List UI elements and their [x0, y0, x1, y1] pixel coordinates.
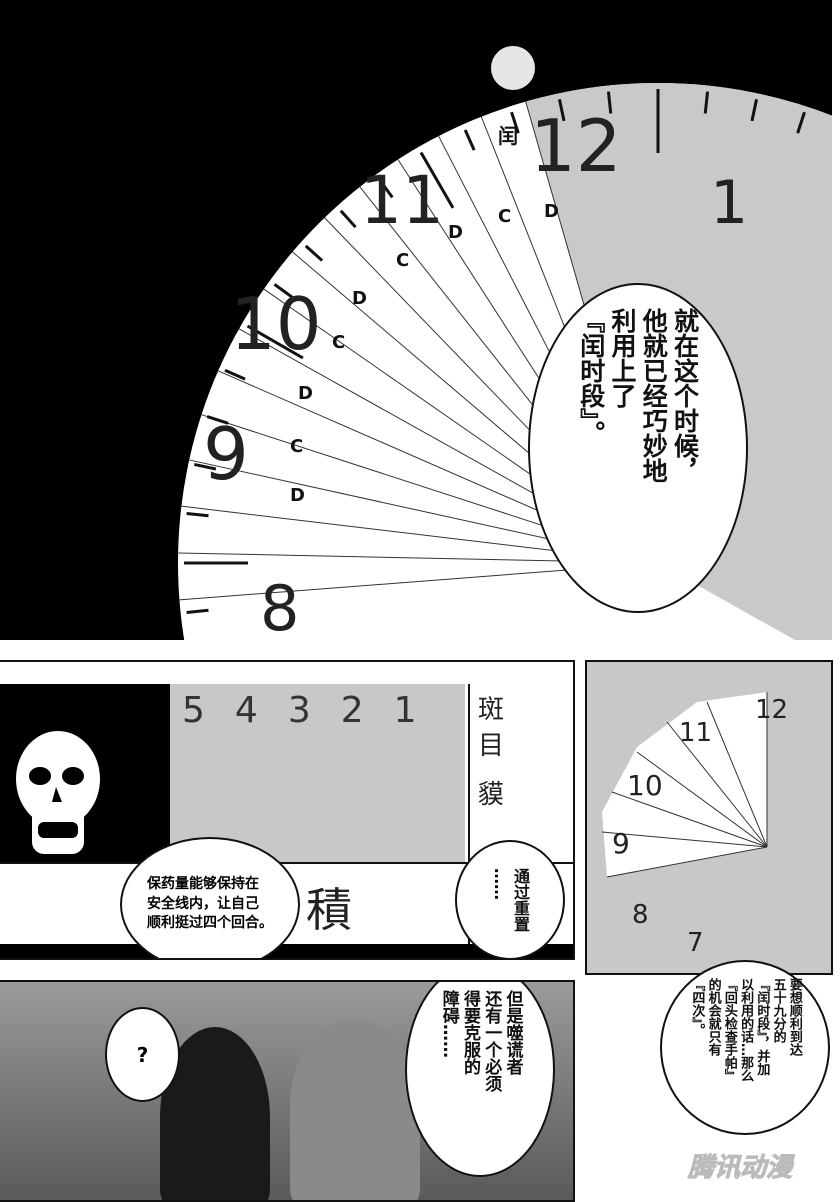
clock-number-12: 12 — [530, 104, 622, 188]
countdown-strip: 5 4 3 2 1 — [170, 684, 465, 864]
clock-tick — [186, 608, 209, 615]
countdown-5: 5 — [182, 690, 205, 731]
clock-tick — [796, 111, 806, 134]
small-clock-9: 9 — [612, 827, 630, 860]
crowd-panel: ? 但是噬谎者 还有一个必须 得要克服的 障碍…… — [0, 980, 575, 1202]
bubble-line: 通过重置 — [511, 868, 530, 932]
bubble-line: 保药量能够保持在 — [147, 876, 259, 893]
bubble-line: 但是噬谎者 — [502, 989, 523, 1075]
speech-bubble-top: 就在这个时候， 他就已经巧妙地 利用上了 『闰时段』。 — [528, 283, 748, 613]
bubble-line: 就在这个时候， — [670, 308, 700, 483]
bubble-line: 他就已经巧妙地 — [639, 308, 669, 483]
small-clock-7: 7 — [687, 928, 704, 958]
skull-frame — [0, 684, 155, 864]
clock-tick — [750, 99, 759, 122]
segment-letter: C — [290, 436, 304, 457]
bubble-line: 要想顺利到达 — [786, 977, 802, 1056]
countdown-2: 2 — [340, 690, 364, 731]
clock-tick — [557, 99, 566, 122]
clock-tick — [304, 244, 324, 262]
clock-tick — [186, 511, 209, 518]
small-clock-face — [601, 692, 768, 878]
clock-tick — [419, 151, 455, 209]
small-clock-11: 11 — [679, 718, 713, 748]
speech-bubble-right: 通过重置 …… — [455, 840, 565, 958]
skull-icon — [16, 731, 100, 854]
speech-bubble-question: ? — [105, 1007, 180, 1102]
clock-number-1: 1 — [710, 168, 749, 238]
clock-number-8: 8 — [260, 572, 300, 640]
speech-bubble-left: 保药量能够保持在 安全线内，让自己 顺利挺过四个回合。 — [120, 837, 300, 958]
clock-tick — [246, 324, 304, 360]
segment-letter: D — [544, 201, 559, 222]
clock-tick — [224, 368, 246, 381]
watermark-logo: 腾讯动漫 — [687, 1153, 793, 1184]
clock-tick — [194, 462, 217, 471]
bubble-line: 『四次』。 — [689, 977, 705, 1037]
small-clock-12: 12 — [755, 695, 789, 725]
countdown-4: 4 — [234, 690, 258, 731]
bubble-line: 『回头检查手帕』 — [721, 977, 737, 1082]
character-light-hair — [290, 1022, 420, 1200]
clock-tick — [273, 283, 294, 299]
clock-tick — [510, 111, 520, 134]
question-mark: ? — [136, 1042, 149, 1067]
clock-number-9: 9 — [203, 412, 249, 496]
segment-letter: C — [498, 206, 512, 227]
label-char: 斑 — [478, 695, 505, 725]
segment-letter: D — [448, 222, 463, 243]
segment-letter: D — [352, 288, 367, 309]
speech-bubble-small-clock: 要想顺利到达 五十九分的 『闰时段』，并加 以利用的话…那么 『回头检查手帕』 … — [660, 960, 830, 1135]
segment-letter: C — [396, 250, 410, 271]
segment-letter: D — [298, 383, 313, 404]
bubble-line: 的机会就只有 — [705, 977, 721, 1056]
countdown-3: 3 — [287, 690, 311, 731]
big-char: 積 — [306, 883, 352, 937]
bubble-line: 利用上了 — [608, 308, 637, 408]
label-char: 目 — [478, 731, 505, 762]
small-clock-8: 8 — [632, 900, 649, 930]
leap-label: 闰 — [498, 124, 518, 148]
small-clock-10: 10 — [627, 769, 663, 802]
label-char: 貘 — [478, 779, 505, 810]
bubble-line: 障碍…… — [438, 989, 459, 1058]
top-clock-panel: 12 11 10 9 8 1 闰 D C D C D C D C D 就在这个时… — [0, 0, 832, 640]
speech-bubble-crowd: 但是噬谎者 还有一个必须 得要克服的 障碍…… — [405, 982, 555, 1177]
glow-burst — [491, 46, 535, 90]
bubble-line: 『闰时段』，并加 — [754, 977, 770, 1076]
bubble-line: …… — [491, 868, 510, 900]
clock-number-11: 11 — [360, 162, 444, 239]
clock-tick — [606, 91, 613, 114]
clock-number-10: 10 — [230, 282, 322, 366]
bubble-line: 以利用的话…那么 — [738, 977, 754, 1082]
bubble-line: 得要克服的 — [460, 989, 480, 1075]
bubble-line: 『闰时段』。 — [576, 308, 606, 446]
bubble-line: 顺利挺过四个回合。 — [147, 915, 273, 932]
segment-letter: D — [290, 485, 305, 506]
clock-tick — [703, 91, 710, 114]
clock-tick — [463, 129, 476, 151]
film-strip-panel: 5 4 3 2 1 斑 目 貘 積 保药量能够保持在 安全线内，让自己 顺利挺过… — [0, 660, 575, 960]
bubble-line: 五十九分的 — [770, 977, 786, 1043]
small-clock-panel: 12 11 10 9 8 7 — [585, 660, 833, 975]
clock-tick — [339, 209, 357, 229]
countdown-1: 1 — [393, 690, 417, 731]
bubble-line: 安全线内，让自己 — [147, 895, 259, 912]
segment-letter: C — [332, 332, 346, 353]
clock-tick — [206, 415, 229, 425]
clock-tick — [378, 178, 394, 199]
bubble-line: 还有一个必须 — [481, 989, 502, 1092]
